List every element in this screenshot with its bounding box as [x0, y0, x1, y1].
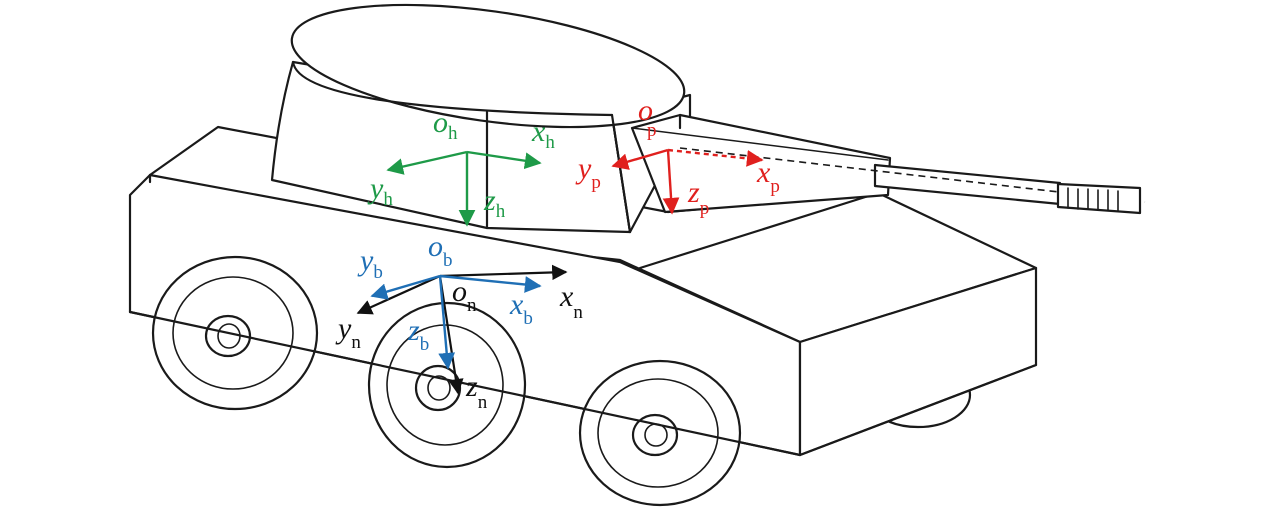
- gun-y-axis-arrow: [611, 148, 669, 170]
- wheel-middle: [367, 301, 527, 469]
- gun-y-label: yp: [575, 152, 601, 193]
- turret-x-label: xh: [531, 115, 555, 153]
- turret-y-label: yh: [367, 172, 393, 210]
- body-frame: ob xb yb zb: [357, 230, 542, 370]
- nav-y-axis-arrow: [356, 274, 441, 315]
- nav-x-axis-arrow: [439, 264, 568, 281]
- gun-barrel: [873, 163, 1062, 206]
- nav-origin-label: on: [452, 275, 477, 316]
- wheel-front: [578, 359, 742, 507]
- turret-top: [290, 3, 686, 129]
- body-y-axis-arrow: [370, 274, 441, 300]
- wheel-rear: [151, 255, 319, 411]
- nav-z-axis-arrow: [438, 275, 464, 395]
- turret-origin-label: oh: [433, 106, 458, 144]
- gun-x-axis-arrow: [667, 148, 764, 167]
- turret-frame: oh xh yh zh: [367, 106, 555, 227]
- gun-muzzle: [1056, 182, 1142, 215]
- body-z-label: zb: [407, 314, 429, 355]
- turret: [270, 3, 692, 234]
- vehicle-drawing: [128, 3, 1146, 507]
- gun-z-label: zp: [687, 176, 709, 219]
- nav-frame: on xn yn zn: [335, 264, 583, 413]
- gun-x-label: xp: [756, 156, 780, 197]
- body-x-axis-arrow: [439, 274, 542, 293]
- nav-z-label: zn: [465, 370, 488, 413]
- body-x-label: xb: [509, 288, 533, 329]
- turret-y-axis-arrow: [386, 150, 468, 175]
- turret-x-axis-arrow: [466, 150, 542, 170]
- body-origin-label: ob: [428, 230, 453, 271]
- turret-z-label: zh: [483, 184, 506, 222]
- nav-y-label: yn: [335, 312, 361, 353]
- nav-x-label: xn: [559, 280, 583, 323]
- gun-z-axis-arrow: [662, 149, 680, 215]
- body-y-label: yb: [357, 244, 383, 283]
- body-z-axis-arrow: [438, 275, 456, 370]
